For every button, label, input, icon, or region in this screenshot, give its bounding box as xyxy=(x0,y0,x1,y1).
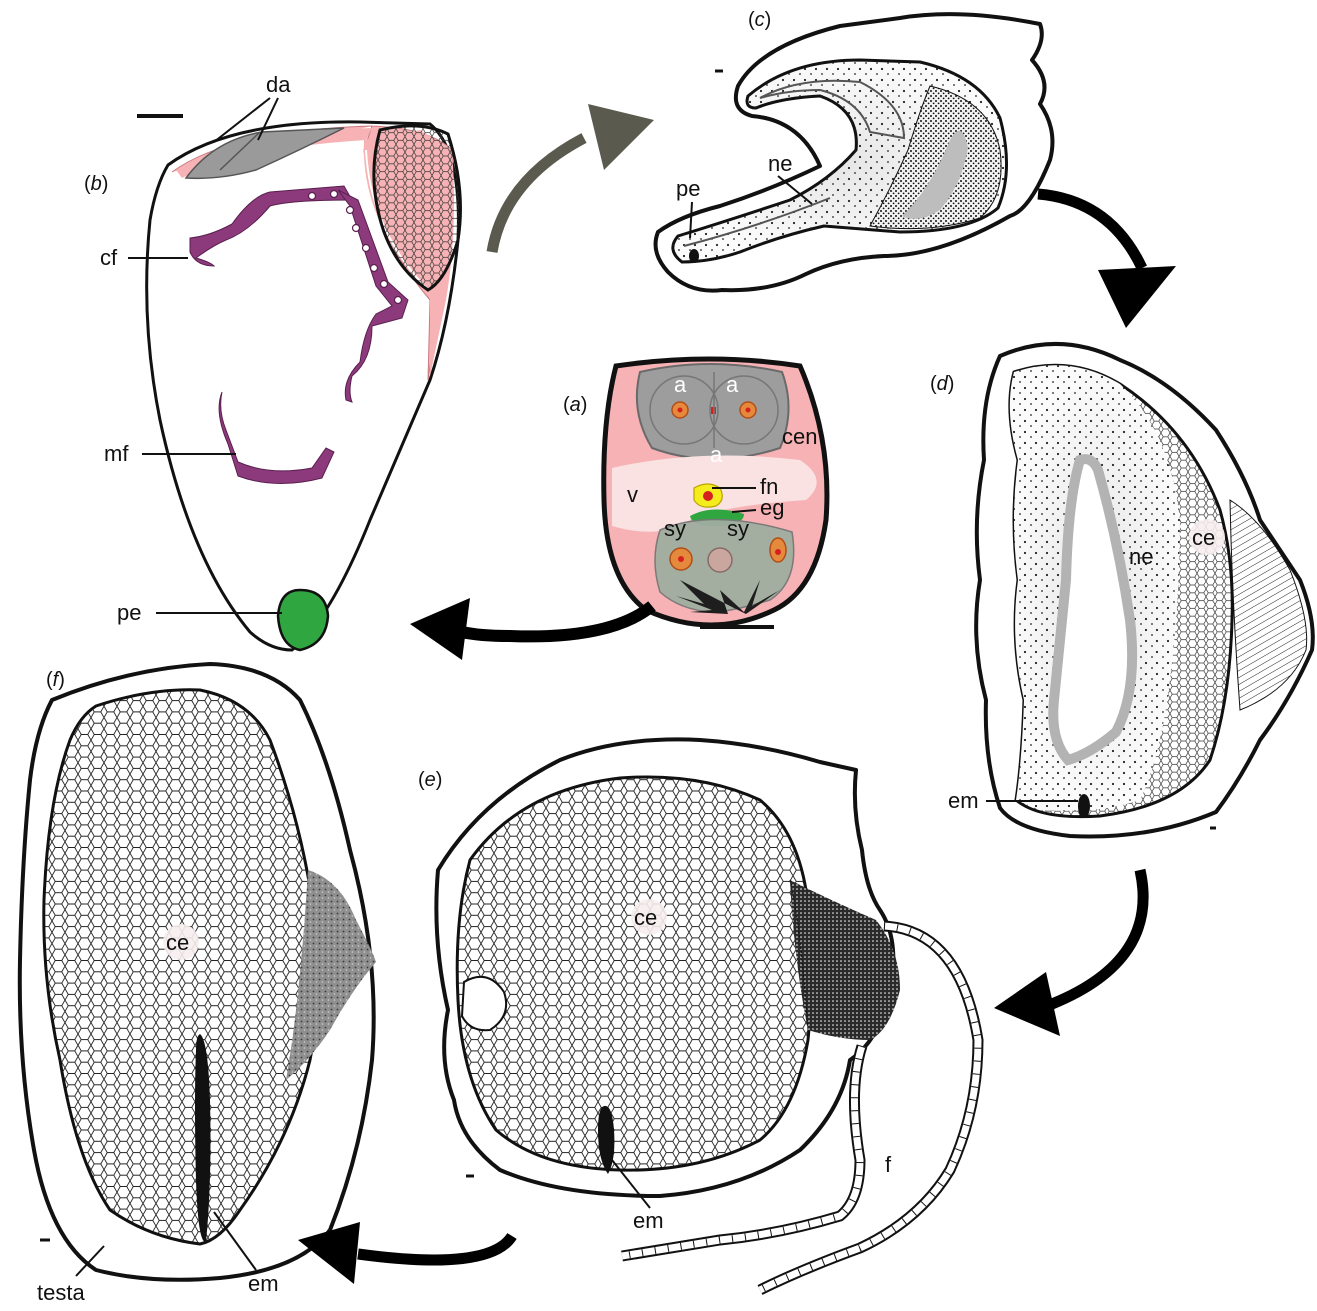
cycle-arrow-icon xyxy=(1038,194,1176,328)
label-ne-d: ne xyxy=(1129,544,1153,569)
label-em-d: em xyxy=(948,788,979,813)
label-cf: cf xyxy=(100,245,118,270)
panel-a-label: (a) xyxy=(563,394,587,416)
label-ce-d: ce xyxy=(1192,525,1215,550)
label-ce-e: ce xyxy=(634,905,657,930)
label-ne-c: ne xyxy=(768,151,792,176)
label-a-1: a xyxy=(674,372,687,397)
label-sy-2: sy xyxy=(727,516,749,541)
cycle-arrow-icon xyxy=(410,598,652,660)
embryo-d xyxy=(1078,794,1090,818)
panel-e-label: (e) xyxy=(418,769,442,791)
label-f: f xyxy=(885,1152,892,1177)
endosperm-f xyxy=(44,690,319,1244)
panel-c: (c) ne pe xyxy=(656,9,1053,291)
panel-d: (d) ce ne em xyxy=(930,344,1313,837)
panel-b: (b) da cf mf pe xyxy=(84,72,460,650)
label-ce-f: ce xyxy=(166,930,189,955)
proembryo-c xyxy=(689,249,699,263)
label-mf: mf xyxy=(104,441,129,466)
cycle-arrow-icon xyxy=(492,104,654,252)
panel-a: (a) a a a cen v fn xyxy=(563,359,827,627)
panel-f-label: (f) xyxy=(46,669,65,691)
label-em-e: em xyxy=(633,1208,664,1233)
endosperm-e xyxy=(457,777,811,1170)
panel-c-label: (c) xyxy=(748,9,771,31)
label-em-f: em xyxy=(248,1271,279,1296)
label-pe-c: pe xyxy=(676,176,700,201)
proembryo-b xyxy=(278,590,328,650)
label-eg: eg xyxy=(760,495,784,520)
label-a-2: a xyxy=(726,372,739,397)
panel-d-label: (d) xyxy=(930,373,954,395)
panel-f: (f) ce em testa xyxy=(20,664,376,1305)
panel-e: (e) ce em f xyxy=(418,739,978,1290)
label-da: da xyxy=(266,72,291,97)
label-pe-b: pe xyxy=(117,600,141,625)
cycle-arrow-icon xyxy=(994,870,1143,1036)
label-cen: cen xyxy=(782,424,817,449)
label-a-3: a xyxy=(710,442,723,467)
cycle-arrow-icon xyxy=(298,1222,512,1284)
panel-b-label: (b) xyxy=(84,173,108,195)
label-v: v xyxy=(627,482,638,507)
label-testa: testa xyxy=(37,1280,85,1305)
label-sy-1: sy xyxy=(664,516,686,541)
